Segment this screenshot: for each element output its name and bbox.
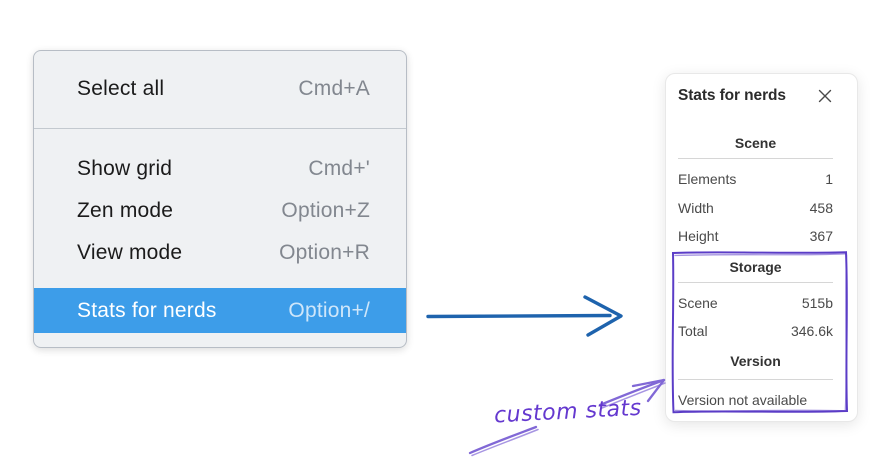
menu-item-show-grid[interactable]: Show grid Cmd+' [34, 148, 406, 190]
section-storage: Storage Scene 515b Total 346.6k [678, 258, 833, 346]
stat-value: 346.6k [790, 323, 833, 339]
stats-panel-header: Stats for nerds [678, 84, 833, 108]
stat-row-elements: Elements 1 [678, 165, 833, 194]
close-icon[interactable] [817, 88, 833, 104]
stat-row-scene-size: Scene 515b [678, 289, 833, 318]
custom-stats-label: custom stats [493, 395, 643, 429]
stats-panel-title: Stats for nerds [678, 87, 786, 104]
stat-value: 1 [825, 171, 833, 187]
stat-label: Total [678, 323, 708, 339]
section-scene: Scene Elements 1 Width 458 Height 367 [678, 134, 833, 251]
menu-item-shortcut: Option+Z [281, 199, 370, 222]
menu-item-label: View mode [77, 241, 183, 264]
stat-row-width: Width 458 [678, 194, 833, 223]
stats-panel: Stats for nerds Scene Elements 1 Width 4… [665, 73, 858, 422]
menu-divider [34, 128, 406, 129]
section-heading: Storage [729, 258, 782, 275]
menu-item-label: Select all [77, 77, 165, 100]
section-divider [678, 158, 833, 159]
stat-value: 367 [809, 228, 833, 244]
blue-arrow [426, 295, 623, 337]
version-note: Version not available [678, 391, 808, 408]
menu-item-view-mode[interactable]: View mode Option+R [34, 232, 406, 274]
menu-item-select-all[interactable]: Select all Cmd+A [34, 67, 406, 111]
stat-row-total-size: Total 346.6k [678, 317, 833, 346]
menu-item-shortcut: Cmd+A [298, 77, 370, 100]
menu-item-shortcut: Option+R [279, 241, 370, 264]
stat-label: Elements [678, 171, 737, 187]
stat-value: 458 [809, 199, 833, 216]
menu-item-label: Stats for nerds [77, 298, 217, 322]
stat-row-height: Height 367 [678, 222, 833, 251]
section-version: Version Version not available [678, 352, 833, 414]
section-heading: Version [730, 352, 781, 369]
menu-item-label: Zen mode [77, 199, 174, 222]
stat-label: Width [678, 199, 714, 216]
context-menu: Select all Cmd+A Show grid Cmd+' Zen mod… [33, 50, 407, 348]
menu-item-shortcut: Cmd+' [308, 157, 370, 180]
section-heading: Scene [734, 135, 777, 151]
stat-label: Scene [678, 294, 718, 311]
section-divider [678, 378, 833, 380]
menu-item-stats-for-nerds[interactable]: Stats for nerds Option+/ [34, 288, 406, 333]
menu-item-label: Show grid [77, 157, 173, 180]
stat-value: 515b [801, 294, 833, 311]
stat-label: Height [678, 228, 719, 244]
menu-item-zen-mode[interactable]: Zen mode Option+Z [34, 190, 406, 232]
menu-item-shortcut: Option+/ [288, 298, 370, 322]
section-divider [678, 281, 833, 283]
